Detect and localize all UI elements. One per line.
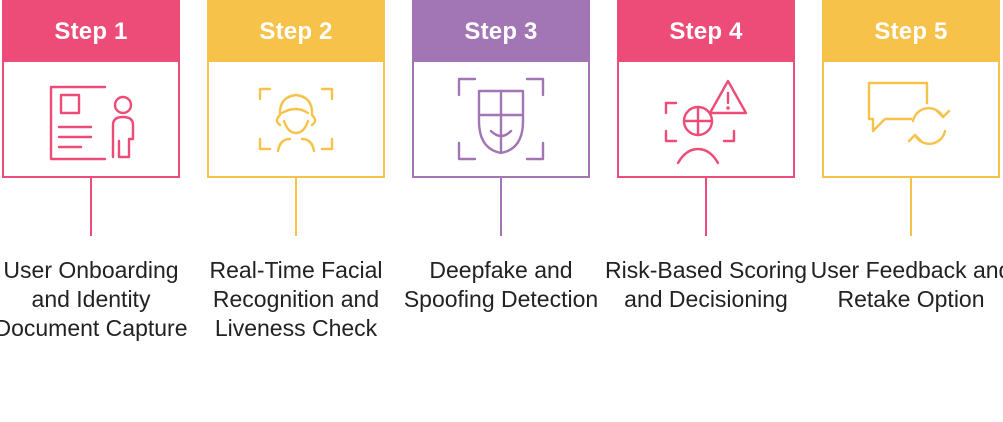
step-title: Step 5	[824, 2, 998, 62]
step-title: Step 2	[209, 2, 383, 62]
mask-scan-icon	[414, 62, 588, 176]
risk-alert-icon	[619, 62, 793, 176]
step-label: Risk-Based Scoring and Decisioning	[605, 257, 807, 312]
step-label: User Feedback and Retake Option	[810, 257, 1003, 312]
step-4: Step 4 Risk-Based Scoring and Decisionin…	[605, 0, 807, 422]
step-label: Deepfake and Spoofing Detection	[403, 257, 599, 312]
step-card: Step 4	[617, 0, 795, 178]
step-title: Step 4	[619, 2, 793, 62]
feedback-retake-icon	[824, 62, 998, 176]
step-5: Step 5 User Feedback and Retake Option	[811, 0, 1003, 422]
step-connector	[705, 176, 707, 236]
step-label: Real-Time Facial Recognition and Livenes…	[209, 257, 383, 341]
step-connector	[910, 176, 912, 236]
step-connector	[500, 176, 502, 236]
step-2: Step 2 Real-Time Facial Recognition and …	[207, 0, 385, 422]
step-card: Step 2	[207, 0, 385, 178]
step-1: Step 1 User Onboarding and Identity Docu…	[0, 0, 188, 422]
step-card: Step 3	[412, 0, 590, 178]
step-card: Step 1	[2, 0, 180, 178]
step-connector	[90, 176, 92, 236]
step-label: User Onboarding and Identity Document Ca…	[0, 257, 188, 341]
step-title: Step 3	[414, 2, 588, 62]
face-scan-icon	[209, 62, 383, 176]
step-connector	[295, 176, 297, 236]
id-card-icon	[4, 62, 178, 176]
step-3: Step 3 Deepfake and Spoofing Detection	[404, 0, 598, 422]
step-card: Step 5	[822, 0, 1000, 178]
step-title: Step 1	[4, 2, 178, 62]
